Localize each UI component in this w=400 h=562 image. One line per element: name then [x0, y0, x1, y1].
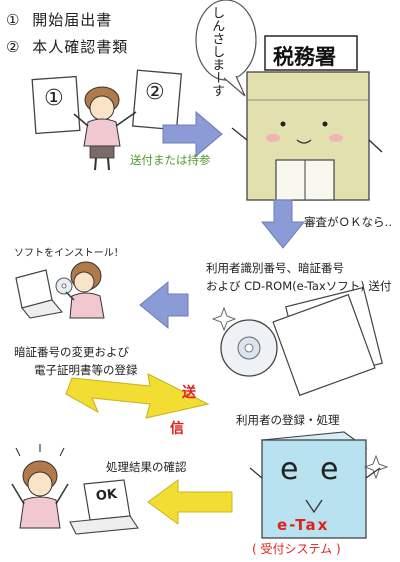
- result-check-label: 処理結果の確認: [106, 460, 187, 474]
- person-2-arm: [65, 291, 75, 301]
- person-with-documents: [31, 69, 183, 171]
- person-1-face: [89, 95, 115, 121]
- person-1-skirt: [89, 145, 115, 159]
- person-1-body: [83, 118, 121, 147]
- result-laptop-base: [69, 515, 139, 535]
- person-1-leg-right: [107, 157, 110, 171]
- person-3-arm-left: [11, 483, 25, 505]
- documents-and-cd-rom: [211, 286, 383, 397]
- register-label-line2: 電子証明書等の登録: [34, 363, 138, 377]
- person-2-body: [69, 292, 105, 319]
- register-label-line1: 暗証番号の変更および: [14, 345, 129, 359]
- arrow-left-to-result: [147, 479, 233, 525]
- etax-arm-right: [365, 467, 381, 479]
- person-2-face: [73, 271, 95, 293]
- document-front: [272, 293, 376, 397]
- cd-rom-hole: [244, 343, 254, 353]
- tax-office-sign-board: [264, 35, 358, 71]
- held-cd-hole: [61, 283, 67, 289]
- paper-1-number: ①: [44, 86, 64, 111]
- step-1-label: 開始届出書: [32, 11, 113, 29]
- sparkle-icon: [211, 306, 237, 332]
- paper-2-sheet: [131, 69, 183, 131]
- laptop-base: [21, 299, 64, 319]
- arrow-to-tax-office: [162, 110, 223, 158]
- etax-box-front: [261, 439, 367, 539]
- etax-system-label: ( 受付システム ): [252, 542, 341, 556]
- speech-bubble-text: しんさしまーす: [209, 6, 225, 97]
- person-3-body: [19, 496, 61, 529]
- install-label: ソフトをインストール！: [14, 248, 124, 259]
- step-1-number: ①: [6, 11, 21, 29]
- arrow-down-to-cd: [260, 199, 306, 249]
- joy-lines-icon: [15, 444, 65, 457]
- building-cheek-left: [266, 134, 280, 142]
- etax-arm-left: [249, 467, 263, 479]
- etax-mouth: [305, 499, 323, 514]
- step-2: ② 本人確認書類: [6, 36, 128, 57]
- send-or-bring-label: 送付または持参: [130, 153, 211, 167]
- speech-bubble: [195, 0, 257, 81]
- user-registration-label: 利用者の登録・処理: [236, 413, 340, 427]
- etax-box-character: [249, 431, 389, 539]
- step-2-number: ②: [6, 38, 21, 56]
- building-arm-right: [368, 139, 383, 153]
- building-eye-right: [322, 121, 328, 127]
- person-1-arm-right: [115, 111, 137, 127]
- review-ok-label: 審査がＯＫなら‥: [304, 215, 393, 229]
- paper-2-number: ②: [145, 80, 165, 105]
- person-3-arm-right: [55, 483, 69, 505]
- speech-bubble-tail: [223, 75, 246, 97]
- step-1: ① 開始届出書: [6, 9, 112, 30]
- tax-office-sign: 税務署: [273, 45, 336, 69]
- id-issue-label-line2: および CD-ROM(e-Taxソフト) 送付: [206, 279, 392, 293]
- building-eye-left: [280, 121, 286, 127]
- step-2-label: 本人確認書類: [32, 38, 129, 56]
- etax-name: e-Tax: [277, 516, 330, 534]
- building-mouth: [296, 139, 312, 144]
- person-3-face: [27, 471, 53, 497]
- lightning-send-arrow: [65, 373, 210, 419]
- send-label-top: 送: [182, 385, 196, 401]
- person-1-arm-left: [73, 113, 89, 127]
- etax-eyes: e e: [280, 452, 345, 487]
- person-installing-software: [15, 261, 105, 319]
- paper-1-sheet: [31, 75, 81, 135]
- arrow-left-to-user: [139, 280, 189, 330]
- person-checking-results: [11, 444, 139, 535]
- etax-sparkle-icon: [363, 454, 389, 480]
- building-cheek-right: [329, 134, 343, 142]
- id-issue-label-line1: 利用者識別番号、暗証番号: [206, 261, 344, 275]
- send-label-bottom: 信: [170, 421, 184, 437]
- person-1-leg-left: [94, 157, 97, 171]
- building-arm-left: [231, 127, 248, 141]
- laptop-ok-text: OK: [95, 486, 118, 505]
- tax-office-building: [231, 35, 383, 201]
